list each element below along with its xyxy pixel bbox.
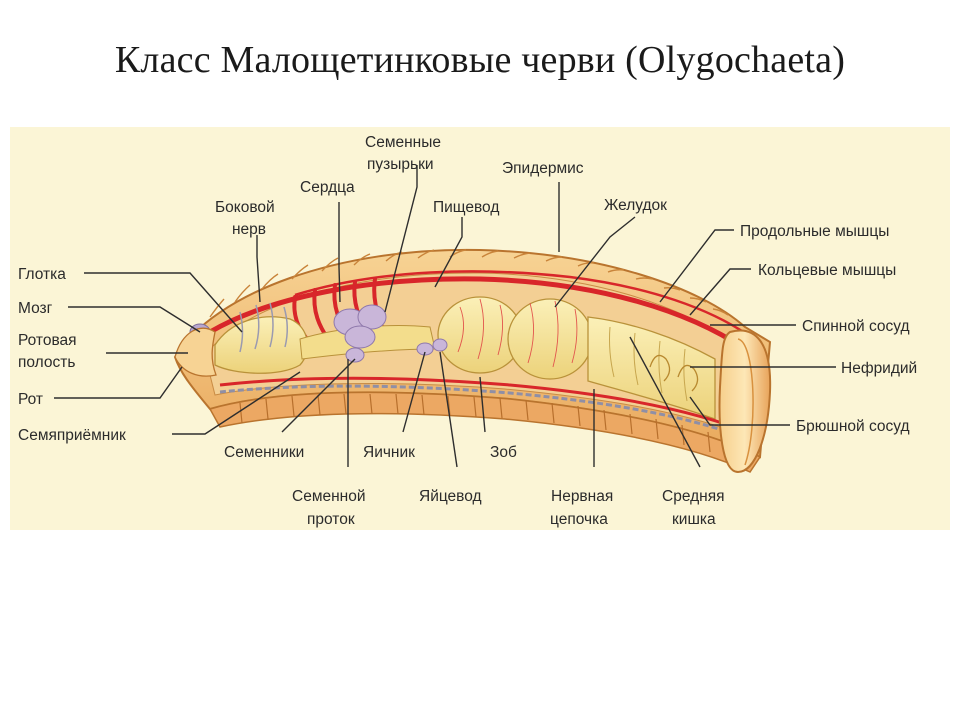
cross-section-layer (737, 338, 754, 466)
leader-lines (54, 165, 836, 468)
label-prodolnye: Продольные мышцы (740, 223, 889, 240)
seminal-vesicles (333, 304, 387, 349)
label-nervnaya-2: цепочка (550, 511, 608, 528)
testes-ovary (345, 338, 448, 363)
label-zob: Зоб (490, 444, 517, 461)
label-semennoy-1: Семенной (292, 488, 366, 505)
label-srednyaya-1: Средняя (662, 488, 724, 505)
label-epidermis: Эпидермис (502, 160, 584, 177)
label-semennoy-2: проток (307, 511, 355, 528)
slide-title: Класс Малощетинковые черви (Olygochaeta) (114, 39, 846, 81)
label-zheludok: Желудок (604, 197, 667, 214)
label-bokovoy-2: нерв (232, 221, 266, 238)
label-srednyaya-2: кишка (672, 511, 716, 528)
label-spinnoy: Спинной сосуд (802, 318, 910, 335)
gizzard (507, 298, 593, 380)
label-semenniki: Семенники (224, 444, 304, 461)
intestine (587, 316, 716, 420)
label-serdca: Сердца (300, 179, 355, 196)
longitudinal-vessel (294, 270, 749, 337)
gut-capillaries (457, 298, 578, 368)
label-rotovaya-1: Ротовая (18, 332, 77, 349)
label-kolcevye: Кольцевые мышцы (758, 262, 896, 279)
nephridia (649, 354, 699, 392)
labels: Глотка Мозг Ротовая полость Рот Семяприё… (18, 134, 917, 528)
ventral-vessel (219, 376, 756, 437)
intestine-folds (609, 326, 688, 402)
label-glotka: Глотка (18, 266, 66, 283)
cross-section (718, 329, 772, 474)
nerve-cord (219, 384, 756, 444)
label-semyapriemnik: Семяприёмник (18, 427, 126, 444)
label-yaichnik: Яичник (363, 444, 415, 461)
label-rot: Рот (18, 391, 43, 408)
label-bryushnoy: Брюшной сосуд (796, 418, 910, 435)
label-yaicevod: Яйцевод (419, 488, 482, 505)
dorsal-vessel (208, 276, 747, 352)
label-semennye-2: пузырьки (367, 156, 434, 173)
label-rotovaya-2: полость (18, 354, 75, 371)
label-pishchevod: Пищевод (433, 199, 499, 216)
label-semennye-1: Семенные (365, 134, 441, 151)
label-nefridiy: Нефридий (841, 360, 917, 377)
earthworm-anatomy-figure: Глотка Мозг Ротовая полость Рот Семяприё… (10, 127, 950, 530)
label-bokovoy-1: Боковой (215, 199, 275, 216)
label-nervnaya-1: Нервная (551, 488, 613, 505)
label-mozg: Мозг (18, 300, 53, 317)
head-tip (174, 327, 217, 377)
lateral-nerves (239, 302, 288, 353)
earthworm-diagram-svg: Глотка Мозг Ротовая полость Рот Семяприё… (10, 127, 950, 530)
